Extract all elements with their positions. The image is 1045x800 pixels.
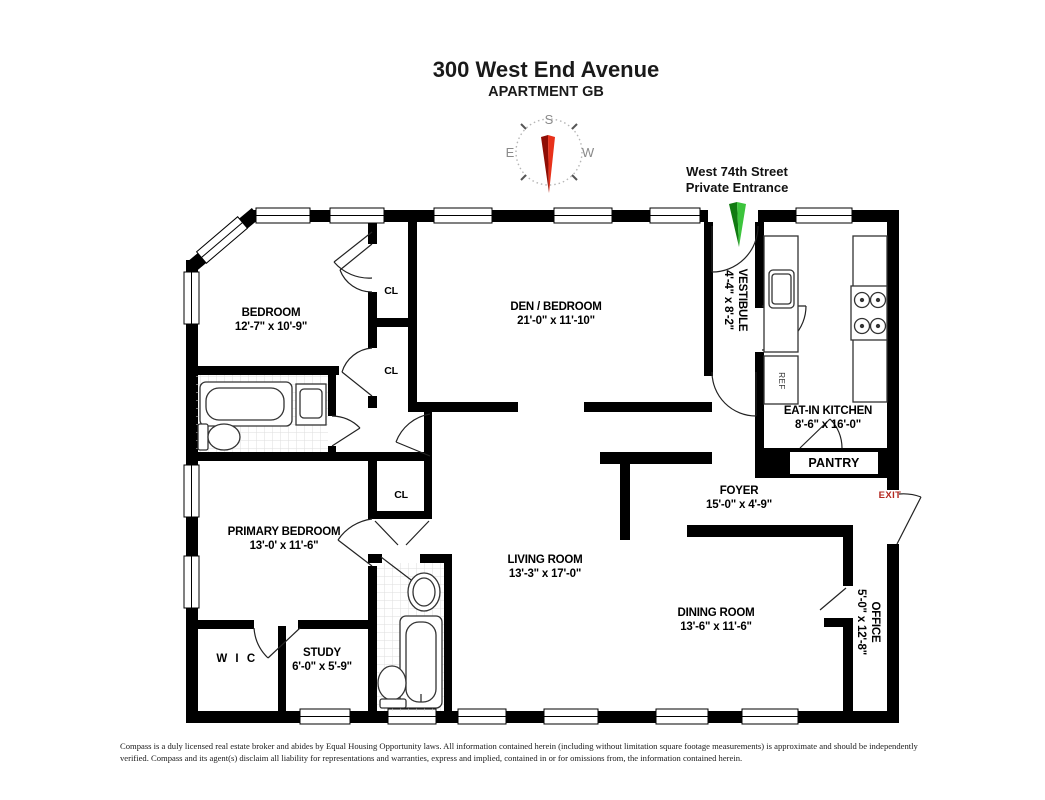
closet-label-1: CL	[384, 285, 398, 297]
sink-icon-2	[407, 572, 441, 612]
north-needle-icon	[541, 135, 555, 193]
room-label-living-room: LIVING ROOM 13'-3" x 17'-0"	[507, 553, 582, 581]
entrance-note: West 74th Street Private Entrance	[686, 164, 789, 196]
room-label-den: DEN / BEDROOM 21'-0" x 11'-10"	[510, 300, 602, 328]
room-label-foyer: FOYER 15'-0" x 4'-9"	[706, 484, 772, 512]
room-name: PRIMARY BEDROOM	[227, 526, 341, 538]
bathtub-icon-2	[399, 615, 443, 709]
entrance-note-line2: Private Entrance	[685, 180, 789, 195]
stove-icon	[850, 285, 888, 341]
room-name: VESTIBULE	[736, 268, 748, 332]
room-dims: 12'-7" x 10'-9"	[234, 321, 308, 333]
compass-w: W	[582, 145, 595, 160]
kitchen-sink-icon	[768, 269, 795, 309]
room-name: DINING ROOM	[677, 607, 755, 619]
room-dims: 5'-0" x 12'-8"	[855, 589, 867, 655]
room-dims: 6'-0" x 5'-9"	[292, 661, 352, 673]
closet-label-3: CL	[394, 489, 408, 501]
page-title: 300 West End Avenue	[432, 57, 660, 82]
page-subtitle: APARTMENT GB	[488, 84, 604, 100]
compass-icon: S E W	[506, 112, 595, 193]
compass-s: S	[545, 112, 554, 127]
room-label-primary-bedroom: PRIMARY BEDROOM 13'-0' x 11'-6"	[228, 525, 341, 553]
sink-icon	[295, 383, 327, 426]
closet-label-2: CL	[384, 365, 398, 377]
exit-label: EXIT	[878, 490, 902, 501]
compass-e: E	[506, 145, 515, 160]
room-dims: 15'-0" x 4'-9"	[706, 499, 772, 511]
room-dims: 21'-0" x 11'-10"	[517, 315, 595, 327]
room-dims: 13'-3" x 17'-0"	[508, 568, 582, 580]
bathtub-icon	[199, 381, 293, 427]
room-name: FOYER	[719, 485, 759, 497]
room-name: LIVING ROOM	[507, 554, 583, 566]
room-dims: 8'-6" x 16'-0"	[794, 419, 861, 431]
room-label-pantry: PANTRY	[808, 456, 860, 470]
refrigerator-icon	[763, 355, 799, 405]
room-dims: 13'-0' x 11'-6"	[249, 540, 319, 552]
room-label-study: STUDY 6'-0" x 5'-9"	[292, 646, 352, 674]
room-label-dining-room: DINING ROOM 13'-6" x 11'-6"	[677, 606, 754, 634]
disclaimer-line2: verified. Compass and its agent(s) discl…	[120, 752, 743, 763]
refrigerator-label: REF	[777, 372, 786, 390]
pantry-label-box	[790, 452, 878, 474]
room-label-wic: W I C	[216, 653, 258, 665]
windows	[183, 207, 853, 725]
disclaimer-line1: Compass is a duly licensed real estate b…	[120, 741, 918, 751]
room-name: OFFICE	[869, 601, 881, 643]
toilet-icon	[197, 423, 241, 451]
doors	[253, 225, 922, 659]
room-name: EAT-IN KITCHEN	[783, 405, 873, 417]
room-dims: 13'-6" x 11'-6"	[680, 621, 752, 633]
fixtures	[197, 235, 888, 709]
entrance-note-line1: West 74th Street	[686, 164, 788, 179]
room-name: DEN / BEDROOM	[510, 301, 602, 313]
disclaimer: Compass is a duly licensed real estate b…	[120, 741, 918, 764]
room-name: BEDROOM	[241, 307, 301, 319]
room-name: STUDY	[303, 647, 341, 659]
toilet-icon-2	[377, 665, 407, 709]
room-dims: 4'-4" x 8'-2"	[722, 270, 734, 330]
entrance-arrow-icon	[729, 202, 746, 247]
room-label-office: OFFICE 5'-0" x 12'-8"	[854, 589, 882, 655]
room-label-bedroom: BEDROOM 12'-7" x 10'-9"	[235, 306, 307, 334]
room-label-vestibule: VESTIBULE 4'-4" x 8'-2"	[721, 269, 749, 332]
room-label-kitchen: EAT-IN KITCHEN 8'-6" x 16'-0"	[783, 404, 873, 432]
